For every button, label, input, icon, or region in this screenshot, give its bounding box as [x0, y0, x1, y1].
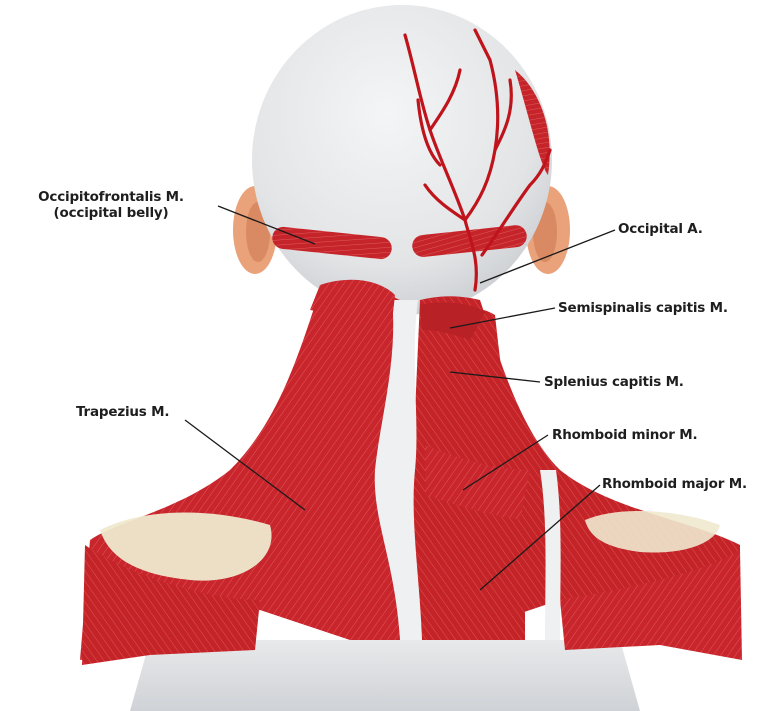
- label-occipital-artery: Occipital A.: [618, 221, 703, 237]
- label-occipitofrontalis-line2: (occipital belly): [6, 205, 216, 221]
- head: [252, 5, 552, 315]
- label-rhomboid-minor: Rhomboid minor M.: [552, 427, 697, 443]
- label-rhomboid-major: Rhomboid major M.: [602, 476, 747, 492]
- label-splenius: Splenius capitis M.: [544, 374, 684, 390]
- label-semispinalis: Semispinalis capitis M.: [558, 300, 728, 316]
- label-occipitofrontalis: Occipitofrontalis M. (occipital belly): [6, 189, 216, 221]
- label-occipitofrontalis-line1: Occipitofrontalis M.: [6, 189, 216, 205]
- label-trapezius: Trapezius M.: [76, 404, 169, 420]
